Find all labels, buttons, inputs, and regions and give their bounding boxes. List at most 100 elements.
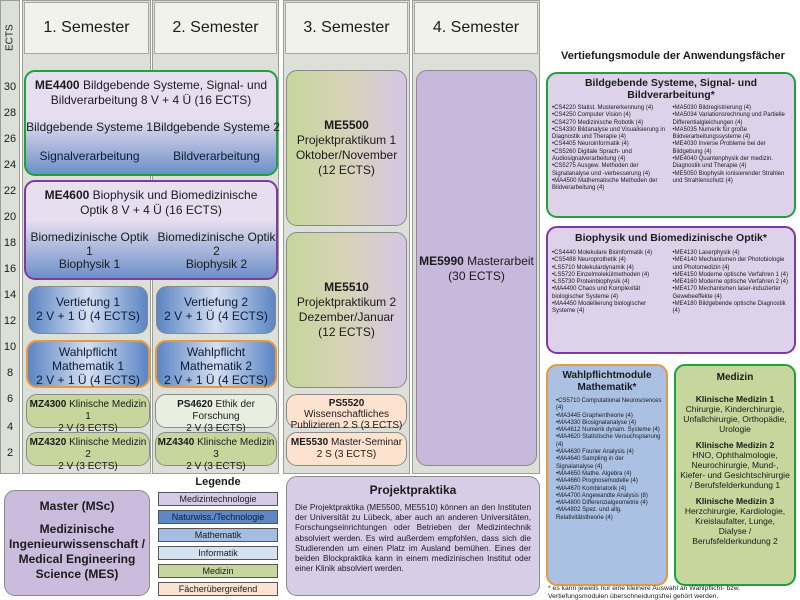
- module-vertiefung-1[interactable]: Vertiefung 1 2 V + 1 Ü (4 ECTS): [28, 286, 148, 334]
- module-code: ME4400: [34, 78, 80, 92]
- module-sub: Biomedizinische Optik 2: [157, 230, 276, 258]
- module-detail: 2 V + 1 Ü (4 ECTS): [164, 373, 268, 387]
- list-item: •ME4180 Bildgebende optische Diagnostik …: [672, 301, 786, 315]
- list-item: •ME4130 Laserphysik (4): [672, 250, 740, 256]
- list-item: •CS5260 Digitale Sprach- und Audiosignal…: [552, 148, 632, 163]
- module-me5510[interactable]: ME5510 Projektpraktikum 2 Dezember/Janua…: [286, 232, 407, 388]
- list-item: •MA4670 Kombinatorik (4): [556, 485, 627, 492]
- ects-tick: 6: [6, 393, 14, 405]
- list-item: •MA4500 Mathematische Methoden der Bildv…: [552, 177, 658, 192]
- module-sub: Biomedizinische Optik 1: [30, 230, 149, 258]
- module-wahlpflicht-1[interactable]: Wahlpflicht Mathematik 1 2 V + 1 Ü (4 EC…: [26, 340, 150, 388]
- ects-tick: 18: [3, 237, 17, 249]
- module-detail: (30 ECTS): [448, 268, 505, 283]
- module-list-left: •CS4220 Statist. Mustererkennung (4) •CS…: [552, 105, 670, 193]
- projektpraktika-text: Die Projektpraktika (ME5500, ME5510) kön…: [295, 503, 531, 574]
- module-title: Klinische Medizin 3: [197, 437, 275, 460]
- list-item: •MA4802 Spez. und allg. Relativitätstheo…: [556, 507, 622, 521]
- module-ps5520[interactable]: PS5520 Wissenschaftliches Publizieren 2 …: [286, 394, 407, 431]
- module-code: MZ4320: [29, 437, 67, 448]
- module-detail: 2 V + 1 Ü (4 ECTS): [36, 373, 140, 387]
- module-me5530[interactable]: ME5530 Master-Seminar 2 S (3 ECTS): [286, 432, 407, 466]
- module-mz4340[interactable]: MZ4340 Klinische Medizin 3 2 V (3 ECTS): [155, 432, 277, 472]
- module-code: ME4600: [44, 188, 90, 202]
- module-detail: 2 V + 1 Ü (4 ECTS): [164, 309, 268, 323]
- medizin-box: Medizin Klinische Medizin 1 Chirurgie, K…: [674, 364, 796, 586]
- master-line: Ingenieurwissenschaft /: [8, 537, 146, 551]
- module-title: Ethik der Forschung: [192, 399, 255, 422]
- vertiefung-bildgebend: Bildgebende Systeme, Signal- und Bildver…: [546, 72, 796, 218]
- ects-tick: 30: [3, 81, 17, 93]
- module-sub: Bildgebende Systeme 1: [26, 120, 153, 134]
- list-item: •MA4400 Chaos und Komplexität biologisch…: [552, 286, 641, 300]
- module-vertiefung-2[interactable]: Vertiefung 2 2 V + 1 Ü (4 ECTS): [156, 286, 276, 334]
- module-line: Dezember/Januar: [298, 310, 395, 324]
- list-item: •CS4250 Computer Vision (4): [552, 112, 631, 119]
- list-item: •MA4700 Angewandte Analysis (8): [556, 492, 648, 499]
- master-title: Master (MSc): [39, 499, 115, 513]
- module-sub: Biophysik 2: [185, 257, 248, 271]
- list-item: •CS4440 Molekulare Bioinformatik (4): [552, 250, 653, 256]
- list-item: •MA4330 Biosignalanalyse (4): [556, 419, 637, 426]
- module-detail: 2 S (3 ECTS): [316, 449, 377, 460]
- legend-item-medizintechnologie: Medizintechnologie: [158, 492, 278, 506]
- semester-3-header: 3. Semester: [285, 2, 408, 54]
- ects-tick: 16: [3, 263, 17, 275]
- medizin-k1-text: Chirurgie, Kinderchirurgie, Unfallchirur…: [683, 404, 787, 434]
- medizin-k2-title: Klinische Medizin 2: [695, 440, 775, 450]
- module-title: Klinische Medizin 1: [69, 399, 147, 422]
- list-item: •ME4160 Moderne optische Verfahren 2 (4): [672, 279, 789, 286]
- list-item: •LS5730 Proteinbiophysik (4): [552, 279, 630, 286]
- footnote: * es kann jeweils nur eine kleinere Ausw…: [548, 585, 741, 600]
- ects-tick: 28: [3, 107, 17, 119]
- semester-1-header: 1. Semester: [24, 2, 149, 54]
- module-line: (12 ECTS): [318, 163, 375, 177]
- ects-tick: 12: [3, 315, 17, 327]
- module-line: (12 ECTS): [318, 325, 375, 339]
- list-item: •LS5720 Einzelmolekülmethoden (4): [552, 271, 650, 278]
- ects-column: [0, 0, 20, 474]
- module-line: Projektpraktikum 1: [296, 133, 397, 147]
- list-item: •MA4450 Modellierung biologischer System…: [552, 301, 647, 315]
- list-item: •MA4612 Numerik dynam. Systeme (4): [556, 427, 660, 434]
- list-item: •CS5488 Neuroprothetik (4): [552, 257, 626, 264]
- module-ps4620[interactable]: PS4620 Ethik der Forschung 2 V (3 ECTS): [155, 394, 277, 434]
- module-title: Biophysik und Biomedizinische Optik 8 V …: [80, 188, 258, 217]
- module-me4400[interactable]: ME4400 Bildgebende Systeme, Signal- und …: [24, 70, 280, 176]
- ects-tick: 24: [3, 159, 17, 171]
- projektpraktika-box: Projektpraktika Die Projektpraktika (ME5…: [286, 476, 540, 596]
- legend-title: Legende: [195, 476, 241, 488]
- list-item: •MA4630 Fourier Analysis (4): [556, 449, 634, 456]
- module-sub: Bildverarbeitung: [173, 149, 260, 163]
- legend-item-medizin: Medizin: [158, 564, 278, 578]
- module-detail: 2 V (3 ECTS): [186, 461, 246, 472]
- module-list-right: •ME4130 Laserphysik (4) •ME4140 Mechanis…: [673, 250, 791, 316]
- module-me5990[interactable]: ME5990 Masterarbeit (30 ECTS): [416, 70, 537, 466]
- list-item: •ME4040 Quantenphysik der medizin. Diagn…: [672, 156, 774, 170]
- list-item: •CS4220 Statist. Mustererkennung (4): [552, 105, 654, 111]
- list-item: •CS4270 Medizinische Robotik (4): [552, 119, 644, 126]
- module-wahlpflicht-2[interactable]: Wahlpflicht Mathematik 2 2 V + 1 Ü (4 EC…: [155, 340, 277, 388]
- module-detail: 2 V + 1 Ü (4 ECTS): [36, 309, 140, 323]
- module-code: PS4620: [177, 399, 213, 410]
- module-detail: 2 S (3 ECTS): [342, 420, 403, 431]
- ects-tick: 4: [6, 421, 14, 433]
- module-me5500[interactable]: ME5500 Projektpraktikum 1 Oktober/Novemb…: [286, 70, 407, 226]
- module-list-left: •CS4440 Molekulare Bioinformatik (4) •CS…: [552, 250, 670, 316]
- module-me4600[interactable]: ME4600 Biophysik und Biomedizinische Opt…: [24, 180, 278, 280]
- module-code: ME5530: [290, 437, 329, 448]
- list-item: •ME5050 Biophysik ionisierender Strahlen…: [672, 170, 785, 184]
- list-item: •MA5030 Bildregistrierung (4): [672, 105, 751, 111]
- list-item: •MA4640 Sampling in der Signalanalyse (4…: [556, 456, 624, 470]
- list-item: •MA5034 Variationsrechnung und Partielle…: [672, 112, 785, 126]
- module-mz4300[interactable]: MZ4300 Klinische Medizin 1 2 V (3 ECTS): [26, 394, 150, 434]
- legend-item-mathematik: Mathematik: [158, 528, 278, 542]
- semester-4-header: 4. Semester: [414, 2, 538, 54]
- legend-item-faecheruebergreifend: Fächerübergreifend: [158, 582, 278, 596]
- right-panel-title: Vertiefungsmodule der Anwendungsfächer: [561, 50, 785, 62]
- ects-tick: 8: [6, 367, 14, 379]
- module-mz4320[interactable]: MZ4320 Klinische Medizin 2 2 V (3 ECTS): [26, 432, 150, 472]
- list-item: •MA3445 Graphentheorie (4): [556, 412, 633, 419]
- list-item: •MA4650 Mathe. Algebra (4): [556, 470, 632, 477]
- ects-tick: 10: [3, 341, 17, 353]
